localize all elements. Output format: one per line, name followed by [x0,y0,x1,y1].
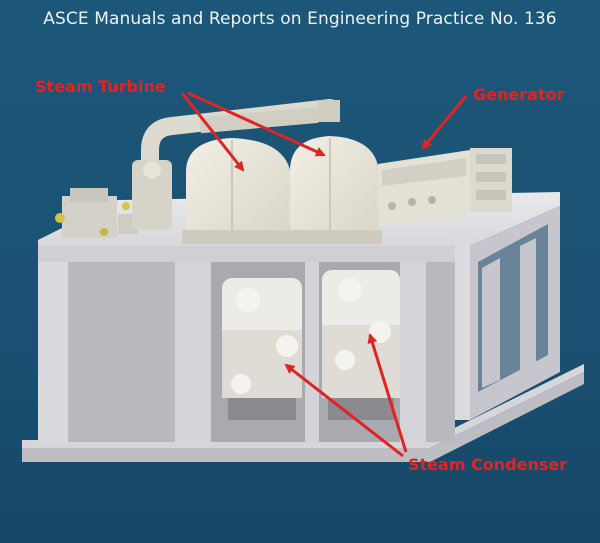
steam-inlet-pipe [132,99,340,230]
auxiliary-skid [55,188,138,238]
arrow-turbine-hp [180,92,245,172]
callout-steam-turbine: Steam Turbine [35,77,166,96]
steam-turbine-lp [288,136,382,244]
arrow-generator [421,95,468,150]
arrow-condenser-left [284,363,404,458]
callout-steam-condenser: Steam Condenser [408,455,568,474]
steam-condenser-left [222,278,302,420]
arrow-condenser-right [367,333,408,453]
callout-generator: Generator [473,85,565,104]
generator [378,148,512,226]
arrow-turbine-lp [187,91,326,157]
steam-turbine-hp [182,138,294,244]
callout-arrows [180,91,468,458]
foundation-base [22,364,584,462]
page-title: ASCE Manuals and Reports on Engineering … [43,9,557,29]
